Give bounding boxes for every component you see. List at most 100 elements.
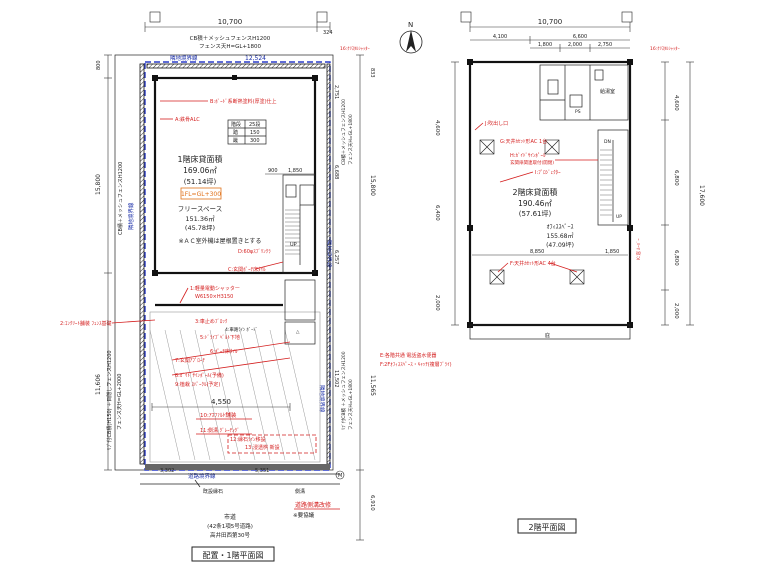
sf-overall-width: 10,700 bbox=[538, 18, 563, 26]
gf-free-space-m2: 151.36㎡ bbox=[185, 214, 215, 223]
gf-note-6: 6:ﾎﾟｰﾁ床ﾀｲﾙ bbox=[210, 348, 238, 355]
gf-left-dim-top: 800 bbox=[96, 60, 102, 70]
gf-fence-top-2: フェンス天H=GL+1800 bbox=[199, 43, 262, 50]
gf-boundary-label-left: 隣地境界線 bbox=[127, 202, 135, 230]
gf-fence-left-lower-2: フェンス天H=GL+2000 bbox=[117, 374, 123, 430]
sf-note-h2: 玄関扉関連取付(開閉) bbox=[510, 159, 554, 166]
gf-up-label: UP bbox=[290, 242, 297, 248]
gf-road-detail: (42条1項5号道路) bbox=[207, 522, 253, 530]
gf-tag-16: 16:ｸﾘｽﾀﾙｼｬｯﾀｰ bbox=[340, 46, 370, 52]
gf-dim-900: 900 bbox=[268, 168, 278, 174]
gf-overall-width: 10,700 bbox=[218, 18, 243, 26]
table-h2: 25段 bbox=[249, 121, 260, 128]
sf-bottom-label: 庇 bbox=[545, 332, 550, 339]
gf-right-dim-top: 833 bbox=[369, 68, 375, 78]
sf-side-e: 6,800 bbox=[673, 250, 679, 266]
gf-boundary-label-right-2: 隣地境界線 bbox=[318, 385, 326, 413]
sf-note-h: H:ｶﾞｲﾄﾞｻｲﾝﾎﾟｰﾙ bbox=[510, 152, 546, 159]
sf-room-label: 給湯室 bbox=[600, 88, 615, 95]
sf-dim-b: 6,600 bbox=[573, 34, 587, 40]
sf-note-k: K:窓 ﾙｰﾊﾞｰ bbox=[635, 238, 642, 260]
ground-floor-plan: 10,700 324 CB積＋メッシュフェンスH1200 フェンス天H=GL+1… bbox=[60, 11, 452, 562]
sf-area-title: 2階床貸面積 bbox=[512, 187, 557, 197]
second-floor-plan: 10,700 4,100 6,600 1,800 2,000 2,750 16:… bbox=[434, 11, 705, 534]
gf-note-2: 2:ｺﾝｸﾘｰﾄ舗装 ﾌｪﾝｽ基礎 bbox=[60, 320, 111, 327]
sf-area-tsubo: (57.61坪) bbox=[519, 210, 552, 218]
gf-note-9: 9:植栽 ｽﾊﾟｰｸﾙ(予定) bbox=[175, 381, 220, 388]
sf-side-d: 2,000 bbox=[673, 303, 679, 319]
gf-note-5: 5:ﾄﾞﾗｲﾌﾞﾍﾞﾙﾄ下地 bbox=[200, 334, 240, 341]
sf-side-a: 4,600 bbox=[673, 95, 679, 111]
gf-title: 配置・1階平面図 bbox=[202, 550, 263, 560]
sf-up-label: UP bbox=[616, 214, 622, 220]
sf-office-m2: 155.68㎡ bbox=[547, 232, 574, 240]
gf-fence-left: CB積＋メッシュフェンスH1200 bbox=[117, 162, 124, 235]
gf-note-7: 7:玄関ｱﾌﾟﾛｰﾁ bbox=[175, 357, 205, 364]
gf-right-note-2: F:2Fｵﾌｨｽｽﾍﾟｰｽ・ｷｬｯﾁ(複層ﾌﾞﾗｲ) bbox=[380, 361, 452, 368]
sf-ac-units bbox=[479, 139, 585, 285]
gf-right-dim-e: 11,565 bbox=[369, 375, 376, 396]
gf-tile-label: △ bbox=[296, 330, 300, 335]
gf-road-name: 市道 bbox=[224, 513, 236, 521]
gf-left-dim-main: 15,800 bbox=[95, 174, 102, 195]
gf-right-dim-a: 2,751 bbox=[333, 85, 339, 99]
sf-dn-label: DN bbox=[604, 139, 611, 145]
gf-note-11: 11:側溝 ｸﾞﾚｰﾁﾝｸﾞ bbox=[200, 427, 240, 434]
sf-dim-8850: 8,850 bbox=[530, 249, 544, 255]
gf-free-space: フリースペース bbox=[178, 205, 222, 213]
gf-left-dim-lower: 11,606 bbox=[95, 374, 102, 395]
stair-table: 階段 25段 踏 150 蹴 300 bbox=[227, 119, 267, 145]
gf-road-note-2: ※要協議 bbox=[293, 511, 315, 519]
table-r2b: 300 bbox=[250, 138, 260, 144]
gf-fence-top: CB積＋メッシュフェンスH1200 bbox=[190, 34, 271, 42]
sf-office-tsubo: (47.09坪) bbox=[546, 241, 574, 249]
gf-free-space-tsubo: (45.78坪) bbox=[185, 224, 215, 232]
north-arrow: N bbox=[399, 21, 423, 54]
sf-dim-a: 4,100 bbox=[493, 34, 507, 40]
gf-curb-tag: 側溝 bbox=[295, 488, 305, 495]
gf-road-note: 道路側溝改修 bbox=[295, 501, 331, 509]
table-r1b: 150 bbox=[250, 130, 260, 136]
gf-boundary-dim: 12,524 bbox=[245, 55, 266, 62]
sf-side-f: 4,600 bbox=[434, 120, 440, 136]
gf-floor-level: 1FL=GL+300 bbox=[181, 191, 221, 198]
gf-right-dim-c: 6,257 bbox=[333, 250, 339, 264]
gf-right-dim-main: 15,800 bbox=[369, 175, 376, 196]
gf-right-dim-b: 6,688 bbox=[333, 165, 339, 179]
gf-fence-right-lower: ﾘﾌﾞ付CB積 ＋メッシュフェンスH1200 bbox=[340, 351, 347, 430]
gf-road-boundary: 道路境界線 bbox=[188, 472, 216, 480]
sf-dim-c: 1,800 bbox=[538, 42, 552, 48]
sf-side-c: 17,600 bbox=[698, 185, 705, 206]
sf-dim-e: 2,750 bbox=[598, 42, 612, 48]
gf-area-tsubo: (51.14坪) bbox=[184, 178, 217, 186]
gf-road-name-2: 高井田西第30号 bbox=[210, 531, 250, 539]
sf-note-f: F:天井ｶｾｯﾄ形AC 4台 bbox=[510, 260, 556, 267]
gf-dim-5351: 5,351 bbox=[255, 468, 269, 474]
gf-right-note-1: E:各階共通 電話盗水便器 bbox=[380, 352, 436, 359]
gf-title-box bbox=[191, 546, 275, 562]
gf-fence-right: CB積＋メッシュフェンスH1200 bbox=[340, 99, 347, 165]
sf-note-i: I:ﾌﾟﾛｼﾞｪｸﾀｰ bbox=[535, 169, 561, 176]
gf-note-12: 12:縁石ﾗｲﾝ移設 bbox=[230, 436, 266, 443]
gf-note-4: 4:車路ﾗｲﾝ ﾎﾞｰﾄﾞ bbox=[225, 326, 258, 333]
sf-title-box bbox=[517, 518, 577, 534]
gf-note-3: 3:車止めﾌﾞﾛｯｸ bbox=[195, 318, 228, 325]
gf-note-1b: W6150×H3150 bbox=[195, 294, 233, 300]
gf-note-a: A:鉄骨ALC bbox=[175, 116, 200, 123]
gf-dim-3302: 3,302 bbox=[160, 468, 174, 474]
gf-right-dim-d: 11,502 bbox=[333, 370, 339, 388]
sf-area-m2: 190.46㎡ bbox=[518, 199, 552, 208]
gf-note-10: 10:ｱｽﾌｧﾙﾄ舗装 bbox=[200, 411, 237, 419]
table-h1: 階段 bbox=[231, 121, 241, 128]
gf-note-c: C:玄関ﾎﾟｰﾁ床ﾀｲﾙ bbox=[228, 266, 266, 273]
sf-title: 2階平面図 bbox=[528, 522, 565, 532]
sf-side-b: 6,800 bbox=[673, 170, 679, 186]
sf-dim-1850: 1,850 bbox=[605, 249, 619, 255]
sf-office: ｵﾌｨｽｽﾍﾟｰｽ bbox=[546, 224, 573, 231]
gf-fence-right-lower-2: フェンス天H=GL+1800 bbox=[348, 379, 354, 430]
gf-note-13: 13:浸透桝 新設 bbox=[245, 444, 280, 451]
gf-ac-note: ※ＡＣ室外機は屋根置きとする bbox=[179, 237, 262, 245]
gf-area-title: 1階床貸面積 bbox=[177, 154, 222, 164]
gf-note-1: 1:軽量電動シャッター bbox=[190, 285, 240, 292]
